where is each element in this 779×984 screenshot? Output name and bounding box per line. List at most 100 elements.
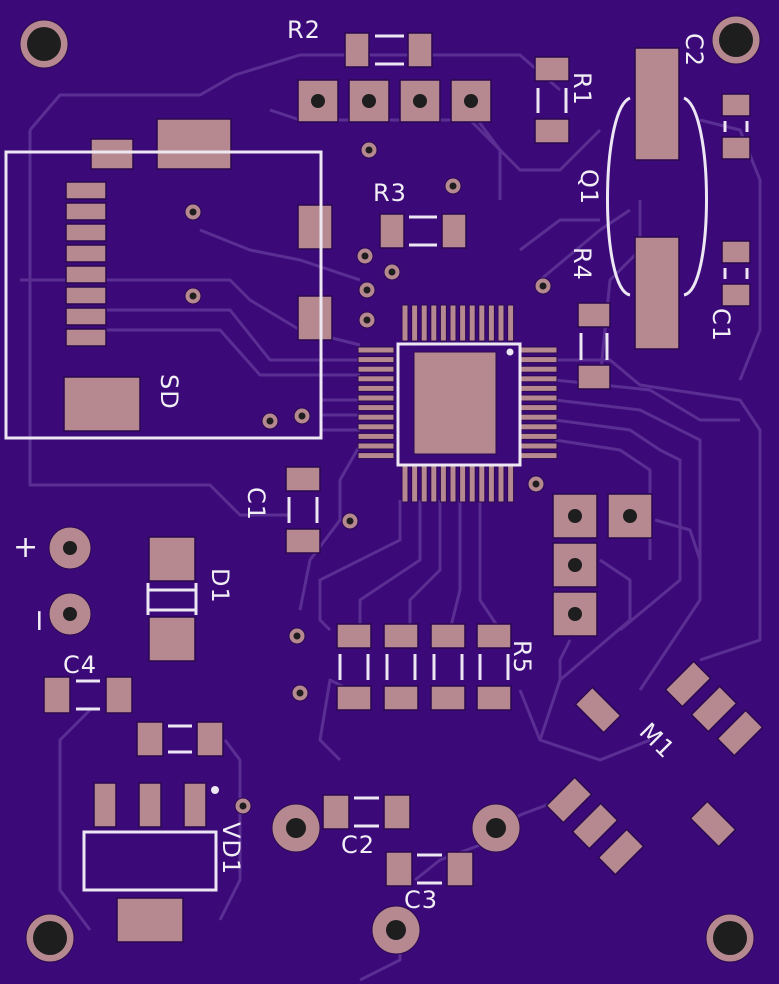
sd-pin-3: [65, 223, 107, 242]
mcu-pin-left-4: [357, 375, 395, 383]
c2-bottom-pad-1: [322, 794, 350, 830]
m1-pad-4: [716, 709, 764, 757]
cap-vd1-pad-1: [136, 721, 164, 757]
via-drill-1: [365, 146, 373, 154]
c1-right-pad-1: [721, 240, 751, 264]
mcu-pin-bottom-6: [449, 465, 457, 503]
through-holes: [19, 15, 761, 963]
vd1-pin-1: [93, 782, 117, 828]
q1-outline: [606, 96, 708, 297]
mcu-pin-left-7: [357, 404, 395, 412]
d1-outline: [146, 583, 198, 615]
mcu-pin-right-11: [520, 442, 558, 450]
mcu-outline: [396, 342, 522, 467]
r5-pad-3b: [430, 685, 466, 711]
via-drill-12: [532, 480, 540, 488]
mcu-pin-right-12: [520, 452, 558, 460]
m1-pad-1: [574, 686, 622, 734]
d1-pad-2: [148, 616, 196, 662]
r2-pad-2: [407, 32, 433, 68]
header-top-drill-4: [464, 94, 478, 108]
via-drill-2: [449, 182, 457, 190]
r1-pad-1: [534, 56, 570, 82]
c1-left-pad-2: [285, 528, 321, 554]
vias: [184, 141, 552, 815]
mount-hole-top-left-drill: [27, 27, 61, 61]
mcu-pin-right-2: [520, 356, 558, 364]
c3-pad-2: [446, 851, 474, 887]
label-r4: R4: [568, 247, 596, 281]
vd1-pin-2: [138, 782, 162, 828]
r5-pad-2a: [383, 623, 419, 649]
mcu-pin-bottom-10: [487, 465, 495, 503]
m1-pad-3: [690, 685, 738, 733]
sd-pin-1: [65, 181, 107, 200]
header-right-drill-1: [568, 509, 582, 523]
r5-pad-2b: [383, 685, 419, 711]
mcu-pin-right-4: [520, 375, 558, 383]
r4-pad-1: [577, 302, 611, 328]
label-r3: R3: [373, 179, 407, 207]
r5-pad-1b: [336, 685, 372, 711]
mcu-pin-right-5: [520, 384, 558, 392]
mcu-pin-left-9: [357, 423, 395, 431]
mcu-pin-top-11: [497, 304, 505, 342]
m1-pad-8: [689, 800, 737, 848]
mcu-pin-top-1: [401, 304, 409, 342]
mcu-pin-left-6: [357, 394, 395, 402]
via-drill-13: [346, 517, 354, 525]
c1-left-outline: [287, 497, 319, 523]
via-drill-9: [363, 316, 371, 324]
via-drill-3: [189, 208, 197, 216]
mcu-pins-left: [357, 346, 395, 460]
label-r1: R1: [568, 72, 596, 106]
r1-outline: [536, 88, 568, 113]
label-c4: C4: [63, 651, 97, 679]
via-drill-6: [363, 286, 371, 294]
mcu-pin-top-3: [420, 304, 428, 342]
mcu-pin-bottom-8: [468, 465, 476, 503]
c4-pad-1: [43, 676, 71, 714]
c1-right-pad-2: [721, 283, 751, 307]
power-plus-drill: [63, 541, 77, 555]
r2-outline: [375, 34, 404, 66]
m1-pad-7: [597, 828, 645, 876]
mcu-thermal-pad: [413, 351, 497, 455]
m1-footprint: [545, 660, 764, 876]
header-top-drill-1: [311, 94, 325, 108]
mcu-pin-top-2: [411, 304, 419, 342]
via-drill-11: [298, 412, 306, 420]
vd1-pin1-dot: [211, 786, 219, 794]
sd-outline: [4, 150, 323, 440]
header-top-drill-3: [413, 94, 427, 108]
c2-right-outline: [723, 121, 749, 132]
mcu-pin-top-4: [430, 304, 438, 342]
power-minus-drill: [63, 607, 77, 621]
c2-bottom-pad-2: [383, 794, 411, 830]
sd-pin-7: [65, 307, 107, 326]
mcu-pin-bottom-3: [420, 465, 428, 503]
mcu-pin-top-12: [507, 304, 515, 342]
mcu-pin-left-3: [357, 365, 395, 373]
sd-pin-8: [65, 328, 107, 347]
mcu-pin-right-1: [520, 346, 558, 354]
c2-right-pad-2: [721, 136, 751, 160]
mount-hole-bottom-left-drill: [33, 921, 67, 955]
sd-pad-top-large: [156, 118, 232, 170]
via-drill-7: [539, 282, 547, 290]
mcu-pin-bottom-1: [401, 465, 409, 503]
mcu-pin-left-12: [357, 452, 395, 460]
mcu-pin-bottom-11: [497, 465, 505, 503]
mcu-pin-bottom-9: [478, 465, 486, 503]
mcu-pin-top-7: [459, 304, 467, 342]
q1-pad-2: [634, 236, 680, 350]
sd-pin-5: [65, 265, 107, 284]
label-vd1: VD1: [217, 822, 245, 875]
mcu-pin-right-6: [520, 394, 558, 402]
r3-outline: [409, 215, 437, 247]
label-sd: SD: [155, 374, 183, 410]
label-c2-bottom: C2: [341, 831, 375, 859]
header-top-drill-2: [362, 94, 376, 108]
sd-pin-2: [65, 202, 107, 221]
